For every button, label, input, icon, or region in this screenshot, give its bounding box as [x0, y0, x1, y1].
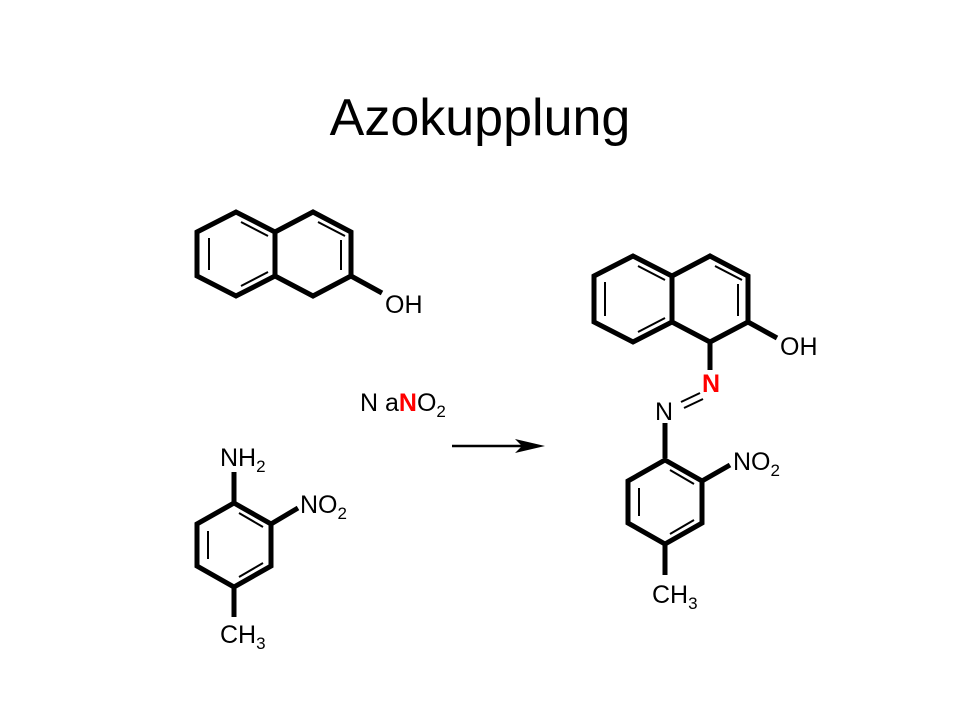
nitro-label: NO2 [300, 491, 347, 523]
reagent-n-highlight: N [399, 389, 417, 417]
product-oh-label: OH [780, 333, 818, 361]
naphthol-structure: OH [194, 209, 423, 319]
product-nitro-bond [700, 462, 732, 484]
methyl-label: CH3 [220, 621, 266, 653]
nitro-bond [269, 505, 300, 527]
amine-label: NH2 [220, 444, 266, 476]
naphthol-ring-right [272, 209, 354, 299]
product-ring-right [669, 253, 751, 345]
naphthol-ring-left [194, 209, 278, 299]
azo-n-top: N [702, 370, 720, 398]
product-oh-bond [746, 319, 779, 341]
reaction-arrow [452, 439, 545, 453]
naphthol-oh-label: OH [385, 291, 423, 319]
azo-double-bond-1 [680, 392, 701, 403]
product-nitro-label: NO2 [733, 448, 780, 480]
page-title: Azokupplung [329, 89, 631, 147]
nitroaniline-structure: NH2 NO2 CH3 [194, 444, 347, 653]
naphthol-oh-bond [349, 273, 384, 296]
reagent-nano2: N aNO2 [360, 389, 446, 421]
product-methyl-label: CH3 [652, 581, 698, 613]
reagent-label: N aNO2 [360, 389, 446, 421]
azo-n-bottom: N [655, 398, 673, 426]
azo-double-bond-2 [683, 398, 704, 409]
product-ring-left [591, 253, 675, 345]
product-structure: OH N N NO2 CH3 [591, 253, 818, 613]
